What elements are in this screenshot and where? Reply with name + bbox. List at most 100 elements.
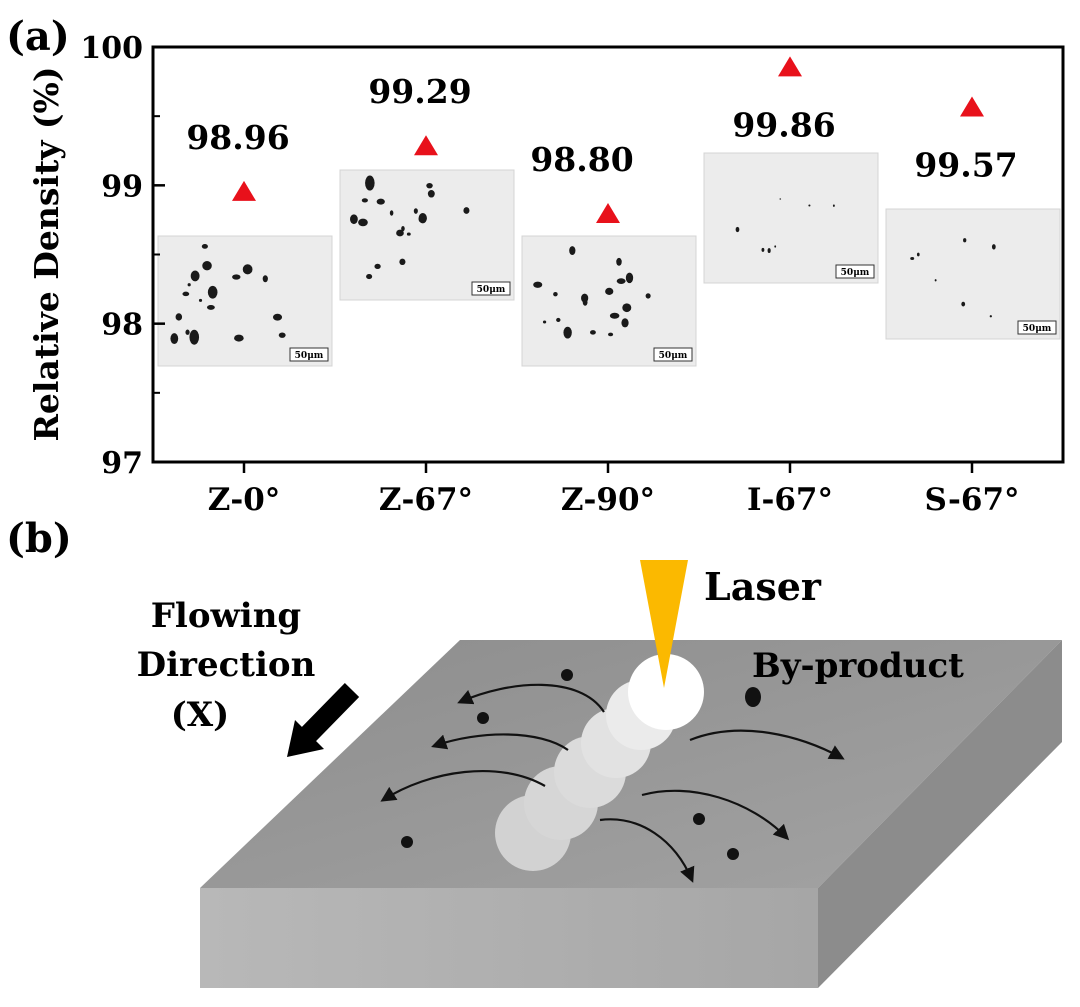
pore [621, 318, 629, 328]
data-label: 99.29 [368, 72, 471, 111]
pore [910, 257, 915, 261]
scale-bar-label: 50μm [1023, 324, 1052, 334]
pore [963, 238, 967, 243]
pore [413, 208, 418, 214]
byproduct-particles [401, 669, 761, 860]
pore [767, 248, 771, 254]
data-label: 98.96 [186, 118, 289, 157]
pore [175, 313, 183, 321]
scale-bar-box [471, 281, 511, 296]
pore [185, 329, 190, 335]
x-tick-label: S-67° [924, 482, 1019, 518]
byproduct-particle [745, 687, 761, 707]
micrograph-inset: 50μm [339, 169, 515, 301]
pore [350, 214, 358, 225]
data-point-marker [414, 135, 438, 156]
scale-bar-box [289, 347, 329, 362]
pore [376, 198, 385, 205]
inset-background [339, 169, 515, 301]
pore [234, 334, 244, 342]
data-point-marker [232, 180, 256, 201]
micrograph-inset: 50μm [703, 152, 879, 284]
pore [189, 329, 200, 345]
scale-bar-box [835, 264, 875, 279]
flow-direction-arrow [287, 683, 360, 757]
laser-beam [640, 560, 688, 688]
flow-label-line-3: (X) [171, 695, 230, 735]
pore [616, 278, 626, 284]
pore [399, 258, 406, 266]
pore [533, 281, 543, 288]
pore [553, 291, 558, 297]
pore [991, 244, 996, 250]
y-tick-label: 99 [101, 169, 143, 204]
x-tick-label: Z-90° [561, 482, 655, 518]
x-tick-label: I-67° [747, 482, 833, 518]
pore [542, 320, 547, 324]
inset-background [157, 235, 333, 367]
pore [207, 285, 218, 299]
byproduct-particle [561, 669, 573, 681]
pore [916, 252, 920, 257]
substrate-side-face [818, 640, 1062, 988]
byproduct-particle [477, 712, 489, 724]
pore [605, 287, 614, 295]
inset-background [703, 152, 879, 284]
pore [961, 301, 966, 307]
pore [187, 283, 191, 287]
data-label: 98.80 [530, 140, 633, 179]
pore [389, 210, 394, 216]
pore [406, 232, 411, 236]
flow-label-line-2: Direction [137, 645, 316, 685]
pore [622, 303, 632, 313]
scale-bar-label: 50μm [477, 285, 506, 295]
pore [563, 326, 572, 339]
pore [779, 198, 782, 200]
pore [625, 272, 634, 284]
pore [202, 261, 212, 271]
melt-pool [628, 654, 704, 730]
micrograph-inset: 50μm [521, 235, 697, 367]
micrograph-inset: 50μm [157, 235, 333, 367]
scale-bar-box [653, 347, 693, 362]
pore [242, 264, 253, 275]
micrograph-inset: 50μm [885, 208, 1061, 340]
laser-label: Laser [704, 564, 822, 609]
pore [426, 182, 433, 189]
pore [645, 293, 651, 299]
x-tick-label: Z-67° [379, 482, 473, 518]
pore [396, 229, 404, 237]
pore [361, 198, 368, 203]
pore [401, 226, 405, 232]
y-tick-label: 100 [80, 31, 143, 66]
x-tick-label: Z-0° [208, 482, 281, 518]
pore [832, 204, 835, 207]
inset-background [521, 235, 697, 367]
flow-arrow [431, 733, 569, 751]
pore [374, 263, 381, 270]
substrate-front-face [200, 888, 818, 988]
pore [761, 247, 765, 252]
data-label: 99.86 [732, 105, 835, 144]
data-label: 99.57 [914, 145, 1017, 184]
pore [808, 204, 811, 207]
pore [616, 257, 622, 266]
pore [989, 315, 992, 318]
pore [774, 245, 777, 248]
scale-bar-label: 50μm [659, 351, 688, 361]
byproduct-particle [727, 848, 739, 860]
data-points: 98.96 99.29 98.80 99.86 99.57 [186, 56, 1018, 223]
pore [170, 333, 179, 345]
pore [278, 332, 286, 338]
flow-direction-label: Flowing Direction (X) [137, 596, 316, 735]
pore [934, 279, 937, 282]
pore [427, 190, 435, 198]
flow-arrow [599, 818, 695, 883]
data-point-marker [596, 203, 620, 223]
byproduct-particle [401, 836, 413, 848]
pore [201, 243, 208, 249]
pore [272, 313, 283, 321]
scale-bar-box [1017, 320, 1057, 335]
pore [366, 274, 373, 280]
